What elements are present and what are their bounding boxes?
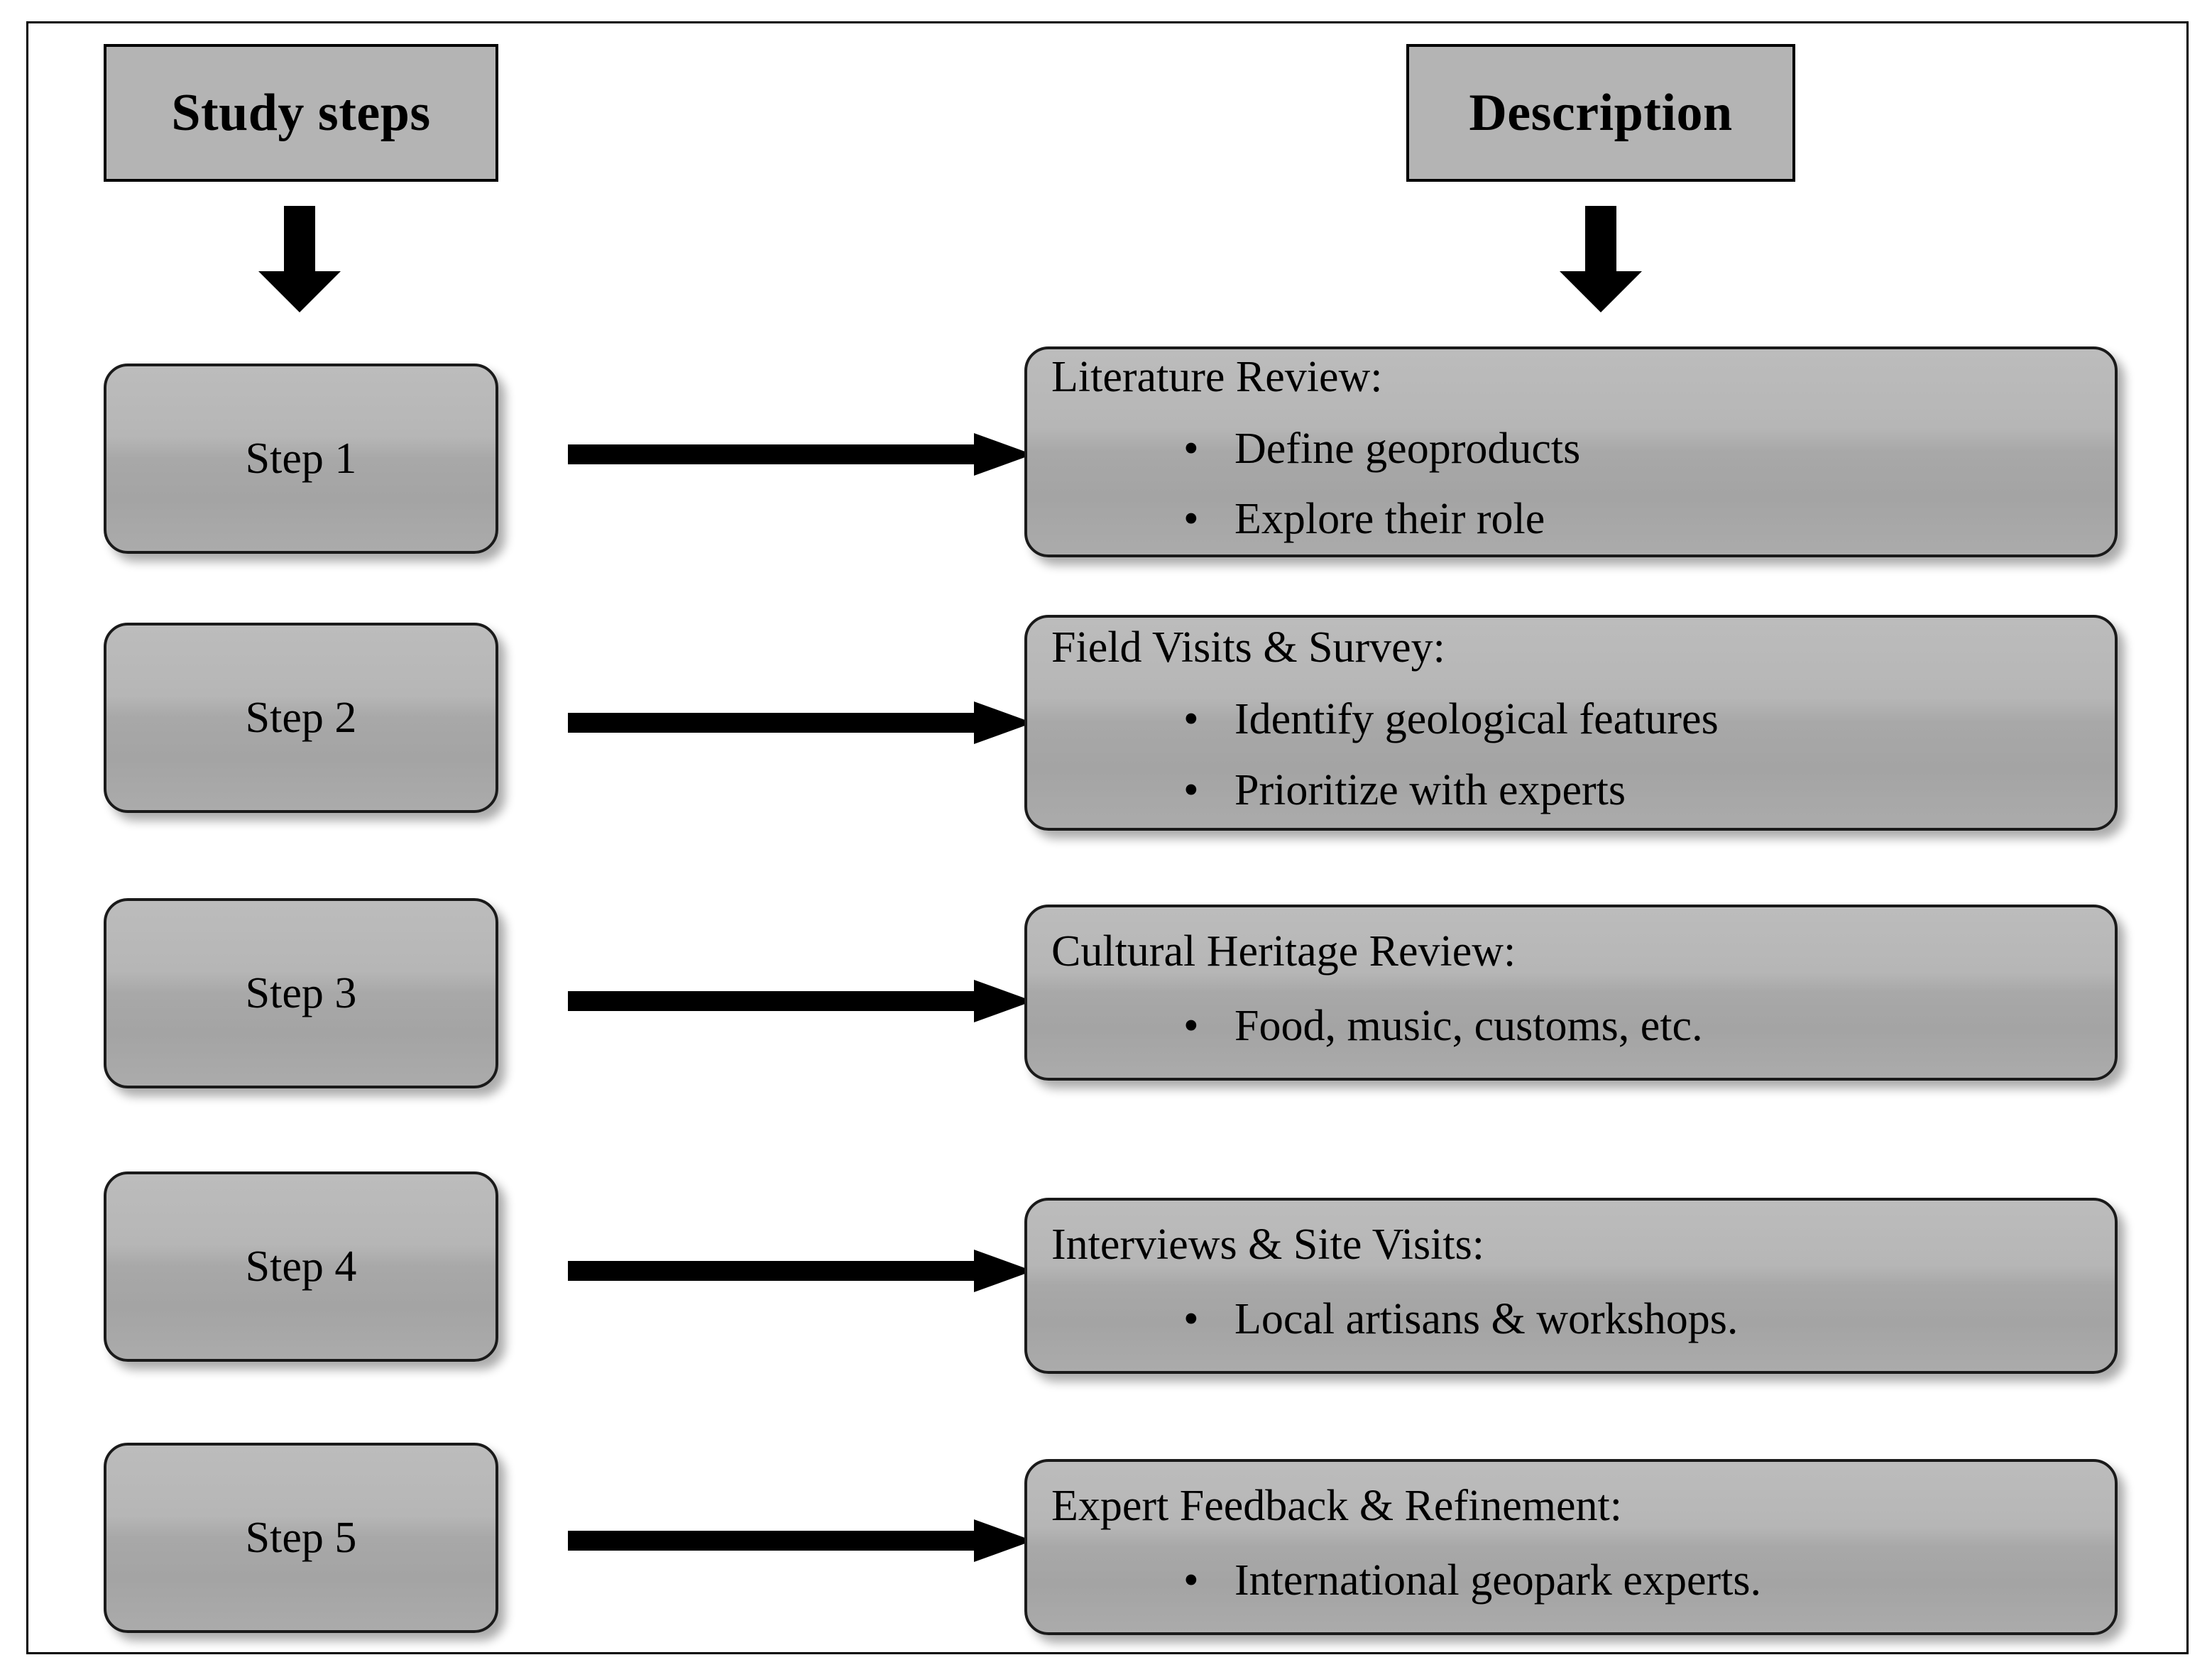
description-bullets-5: • International geopark experts. [1051,1530,2115,1611]
description-title-1: Literature Review: [1051,352,1383,401]
bullet-text: Prioritize with experts [1234,765,1626,814]
bullet-text: Define geoproducts [1234,424,1581,473]
description-title-3: Cultural Heritage Review: [1051,927,1516,976]
bullet-icon: • [1183,495,1199,544]
down-arrow-icon-description [1560,206,1642,312]
step-box-3[interactable]: Step 3 [104,898,498,1088]
step-label-3: Step 3 [245,968,357,1017]
bullet-text: Food, music, customs, etc. [1234,1002,1703,1051]
header-study-steps: Study steps [104,44,498,182]
description-bullets-4: • Local artisans & workshops. [1051,1269,2115,1350]
bullet-text: Explore their role [1234,495,1545,544]
step-label-5: Step 5 [245,1513,357,1562]
connector-arrow-2 [568,701,1033,744]
bullet-icon: • [1183,1002,1199,1051]
bullet-icon: • [1183,424,1199,473]
connector-arrow-5 [568,1519,1033,1562]
connector-arrow-1 [568,433,1033,476]
description-title-2: Field Visits & Survey: [1051,623,1445,672]
list-item: • Identify geological features [1183,690,2115,750]
bullet-icon: • [1183,1295,1199,1344]
bullet-text: Identify geological features [1234,695,1719,744]
step-box-1[interactable]: Step 1 [104,364,498,554]
description-box-1[interactable]: Literature Review: • Define geoproducts •… [1024,346,2118,557]
diagram-frame [26,21,2189,1654]
description-box-5[interactable]: Expert Feedback & Refinement: • Internati… [1024,1459,2118,1635]
list-item: • Explore their role [1183,490,2115,550]
connector-arrow-3 [568,980,1033,1022]
down-arrow-icon-steps [258,206,341,312]
header-description: Description [1406,44,1795,182]
bullet-text: Local artisans & workshops. [1234,1295,1739,1344]
description-title-4: Interviews & Site Visits: [1051,1220,1484,1269]
bullet-icon: • [1183,765,1199,814]
connector-arrow-4 [568,1250,1033,1292]
description-box-2[interactable]: Field Visits & Survey: • Identify geologi… [1024,615,2118,831]
description-bullets-2: • Identify geological features • Prioritiz… [1051,672,2115,820]
step-box-5[interactable]: Step 5 [104,1443,498,1633]
step-box-2[interactable]: Step 2 [104,623,498,813]
description-bullets-1: • Define geoproducts • Explore their role [1051,401,2115,550]
list-item: • Local artisans & workshops. [1183,1290,2115,1350]
list-item: • International geopark experts. [1183,1551,2115,1611]
description-box-3[interactable]: Cultural Heritage Review: • Food, music, … [1024,905,2118,1081]
list-item: • Prioritize with experts [1183,761,2115,821]
bullet-icon: • [1183,1556,1199,1605]
bullet-text: International geopark experts. [1234,1556,1761,1605]
step-label-1: Step 1 [245,434,357,483]
description-bullets-3: • Food, music, customs, etc. [1051,976,2115,1056]
step-label-2: Step 2 [245,693,357,742]
description-title-5: Expert Feedback & Refinement: [1051,1482,1623,1531]
step-box-4[interactable]: Step 4 [104,1171,498,1362]
list-item: • Food, music, customs, etc. [1183,997,2115,1056]
bullet-icon: • [1183,695,1199,744]
step-label-4: Step 4 [245,1242,357,1291]
description-box-4[interactable]: Interviews & Site Visits: • Local artisan… [1024,1198,2118,1374]
list-item: • Define geoproducts [1183,420,2115,479]
